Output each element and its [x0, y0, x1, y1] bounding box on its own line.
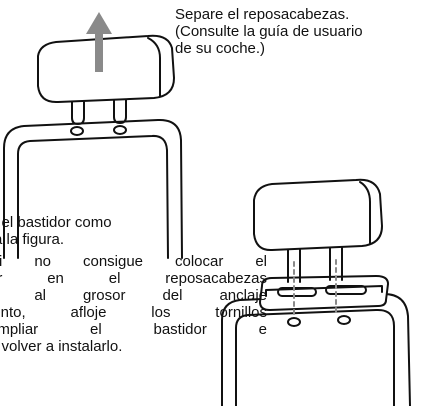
- instruction-line: ra la figura.: [0, 231, 65, 248]
- anchor-hole: [337, 315, 351, 325]
- caption-line: (Consulte la guía de usuario: [175, 23, 363, 40]
- instruction-block: e el bastidor como ra la figura. Si no c…: [0, 214, 267, 355]
- note-line: or en el reposacabezas: [0, 270, 267, 287]
- up-arrow-icon: [86, 12, 112, 72]
- seat-back-illustration: [3, 118, 183, 259]
- anchor-hole: [113, 125, 127, 135]
- remove-headrest-caption: Separe el reposacabezas. (Consulte la gu…: [175, 6, 427, 57]
- caption-line: Separe el reposacabezas.: [175, 6, 350, 23]
- note-line: o al grosor del anclaje: [0, 287, 267, 304]
- instruction-line: e el bastidor como: [0, 214, 112, 231]
- headrest-illustration: [253, 178, 383, 252]
- mounting-bracket-illustration: [259, 275, 389, 311]
- headrest-illustration: [37, 34, 175, 104]
- anchor-hole: [70, 126, 84, 136]
- caption-line: de su coche.): [175, 40, 266, 57]
- note-line: ampliar el bastidor e: [0, 321, 267, 338]
- note-line: Si no consigue colocar el: [0, 253, 267, 270]
- headrest-removal-illustration: [3, 12, 183, 259]
- note-line: iento, afloje los tornillos: [0, 304, 267, 321]
- anchor-hole: [287, 317, 301, 327]
- note-line: e volver a instalarlo.: [0, 338, 123, 355]
- bracket-install-illustration: [221, 178, 411, 406]
